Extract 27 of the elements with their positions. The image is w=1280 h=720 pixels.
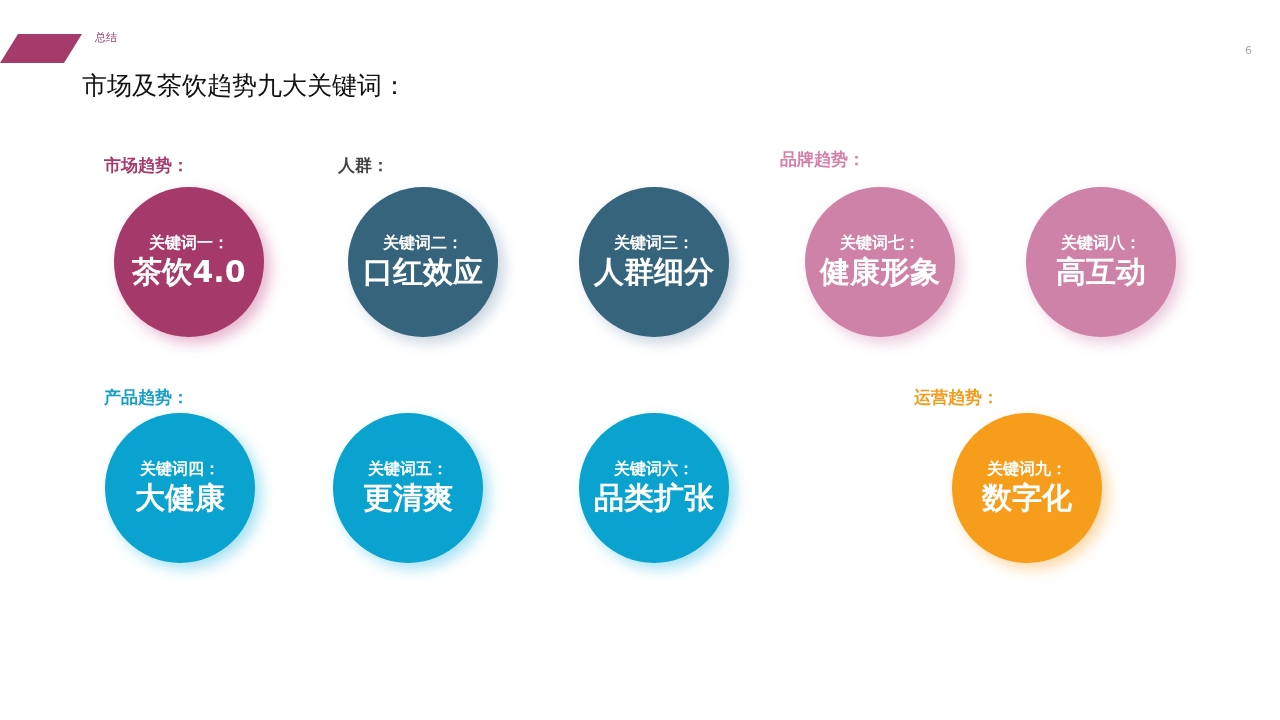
keyword-number: 关键词四： (140, 459, 220, 479)
keyword-number: 关键词三： (614, 233, 694, 253)
keyword-number: 关键词六： (614, 459, 694, 479)
page-number: 6 (1245, 44, 1252, 58)
keyword-text: 茶饮4.0 (132, 253, 246, 291)
keyword-number: 关键词九： (987, 459, 1067, 479)
keyword-number: 关键词七： (840, 233, 920, 253)
category-heading: 运营趋势： (914, 386, 999, 408)
category-heading: 品牌趋势： (780, 148, 865, 170)
keyword-number: 关键词一： (149, 233, 229, 253)
section-tag: 总结 (95, 31, 117, 45)
category-heading: 产品趋势： (104, 386, 189, 408)
keyword-number: 关键词五： (368, 459, 448, 479)
category-heading: 市场趋势： (104, 154, 189, 176)
keyword-text: 口红效应 (363, 253, 483, 291)
keyword-number: 关键词八： (1061, 233, 1141, 253)
keyword-text: 品类扩张 (594, 479, 714, 517)
keyword-number: 关键词二： (383, 233, 463, 253)
category-heading: 人群： (338, 154, 389, 176)
keyword-text: 健康形象 (820, 253, 940, 291)
slide-title: 市场及茶饮趋势九大关键词： (82, 70, 407, 102)
keyword-text: 大健康 (135, 479, 225, 517)
section-tab (0, 34, 82, 63)
keyword-text: 数字化 (982, 479, 1072, 517)
keyword-text: 高互动 (1056, 253, 1146, 291)
keyword-text: 更清爽 (363, 479, 453, 517)
keyword-text: 人群细分 (594, 253, 714, 291)
